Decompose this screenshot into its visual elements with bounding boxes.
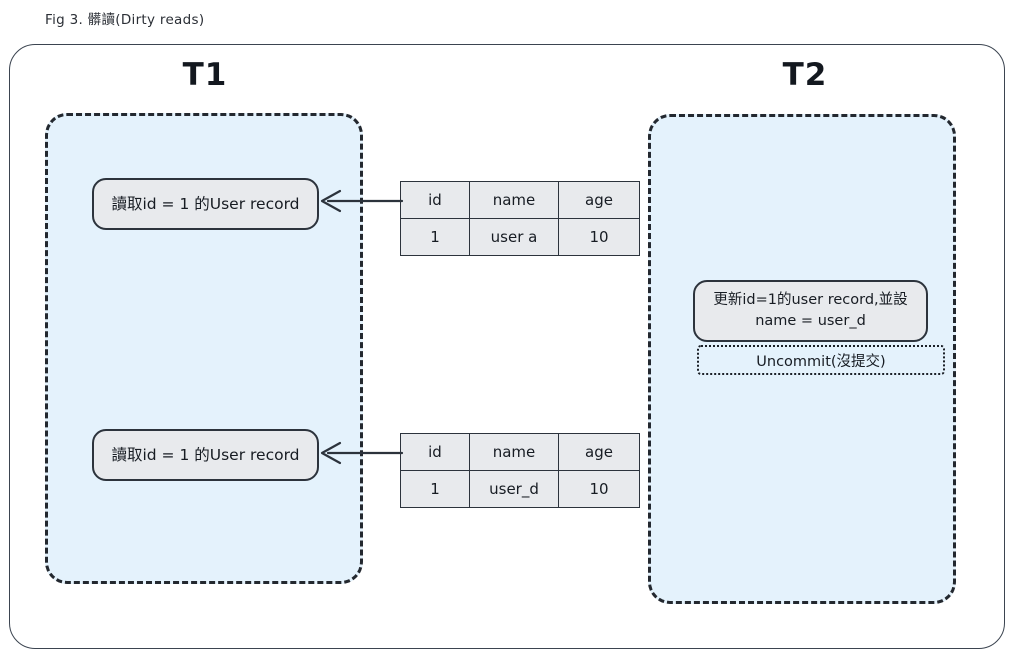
table-cell-age: 10: [558, 218, 640, 256]
table-cell-age: 10: [558, 470, 640, 508]
table-cell-name: user a: [469, 218, 559, 256]
table-cell-name: user_d: [469, 470, 559, 508]
arrow-read-1-icon: [320, 189, 404, 213]
table-cell-id: 1: [400, 470, 470, 508]
statement-box-read-2[interactable]: 讀取id = 1 的User record: [92, 429, 319, 481]
table-header-name: name: [469, 433, 559, 471]
statement-box-update[interactable]: 更新id=1的user record,並設 name = user_d: [693, 280, 928, 342]
update-line-2: name = user_d: [755, 313, 866, 329]
transaction-lane-t2: [648, 114, 956, 604]
transaction-title-t1: T1: [182, 57, 228, 93]
table-header-id: id: [400, 181, 470, 219]
record-table-after: id name age 1 user_d 10: [400, 433, 640, 508]
table-row: 1 user_d 10: [400, 470, 640, 508]
arrow-read-2-icon: [320, 441, 404, 465]
table-header-age: age: [558, 181, 640, 219]
table-header-name: name: [469, 181, 559, 219]
update-line-1: 更新id=1的user record,並設: [713, 291, 908, 308]
diagram-outer-frame: [9, 44, 1005, 649]
figure-caption: Fig 3. 髒讀(Dirty reads): [45, 12, 205, 28]
table-header-row: id name age: [400, 433, 640, 471]
table-row: 1 user a 10: [400, 218, 640, 256]
table-header-row: id name age: [400, 181, 640, 219]
record-table-before: id name age 1 user a 10: [400, 181, 640, 256]
table-header-id: id: [400, 433, 470, 471]
table-cell-id: 1: [400, 218, 470, 256]
status-badge-uncommit: Uncommit(沒提交): [697, 345, 945, 375]
table-header-age: age: [558, 433, 640, 471]
transaction-title-t2: T2: [782, 57, 828, 93]
statement-box-read-1[interactable]: 讀取id = 1 的User record: [92, 178, 319, 230]
